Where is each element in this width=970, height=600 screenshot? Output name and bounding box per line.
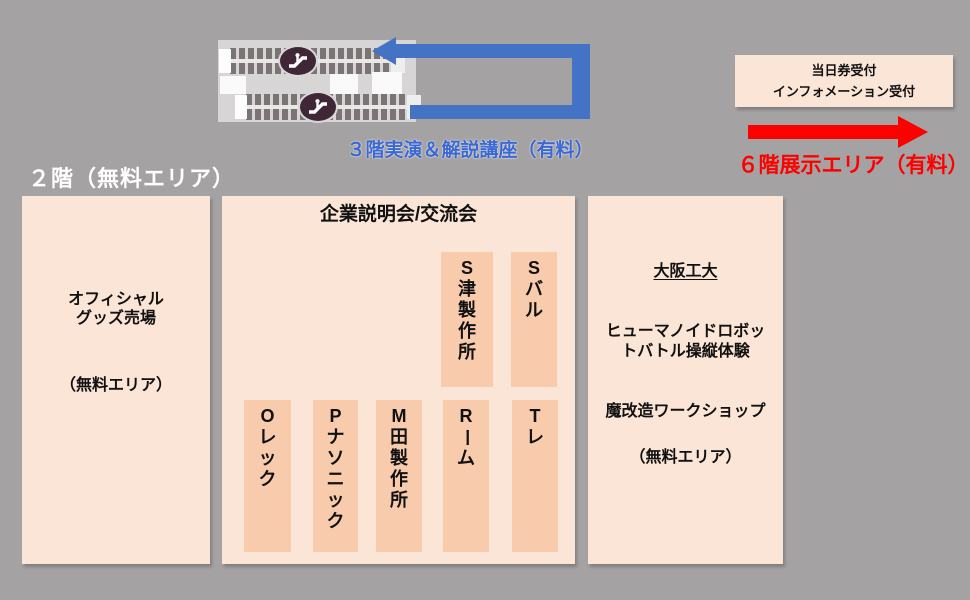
booth-label-char: 製 [390, 448, 408, 468]
company-area-title: 企業説明会/交流会 [319, 204, 478, 225]
escalator-landing [220, 76, 246, 94]
booth-label-char: T [529, 406, 541, 426]
booth-label-char: ニ [326, 469, 345, 489]
goods-name-line2: グッズ売場 [75, 310, 156, 327]
arrow-segment [572, 44, 590, 119]
arrow-head [372, 37, 396, 65]
floor3-route-label: ３階実演＆解説講座（有料） [346, 140, 594, 161]
booth-label-char: 製 [458, 300, 476, 320]
booth-label-char: M [391, 406, 407, 426]
univ-program1: ヒューマノイドロボッ トバトル操縦体験 [588, 322, 783, 362]
escalator-icon [278, 45, 318, 77]
booth-label-char: レ [526, 427, 544, 447]
booth-label-char: ッ [326, 490, 345, 510]
booth-label-char: 津 [458, 279, 476, 299]
escalator-landing [330, 74, 358, 94]
booth-label-char: 所 [390, 490, 408, 510]
goods-area-note: （無料エリア） [59, 377, 172, 394]
univ-name: 大阪工大 [653, 263, 718, 280]
booth-label-char: ム [457, 448, 475, 468]
booth-label-char: 作 [390, 469, 408, 489]
booth-label-char: 作 [458, 321, 476, 341]
escalator-icon [298, 91, 338, 123]
reception-box: 当日券受付 インフォメーション受付 [735, 55, 953, 107]
booth-label-char: ル [525, 300, 543, 320]
booth-label-char: R [459, 406, 473, 426]
booth-label-char: ソ [326, 448, 345, 468]
booth-label-char: S [460, 258, 473, 278]
booth-label-char: S [527, 258, 540, 278]
booth-label-char: ナ [326, 427, 345, 447]
booth-label-char: ー [456, 428, 477, 447]
arrow-head [898, 116, 928, 148]
booth-label-char: ッ [258, 448, 277, 468]
arrow-segment [748, 125, 898, 139]
goods-name-line1: オフィシャル [68, 291, 164, 308]
booth-label-char: O [260, 406, 275, 426]
floor6-route-label: ６階展示エリア（有料） [737, 154, 969, 177]
booth-label-char: 所 [458, 342, 476, 362]
arrow-segment [396, 44, 590, 58]
univ-program2: 魔改造ワークショップ [605, 403, 766, 420]
univ-area-note: （無料エリア） [629, 449, 742, 466]
booth-label-char: ク [326, 511, 345, 531]
escalator-landing [372, 72, 402, 94]
univ-program1-line2: トバトル操縦体験 [621, 343, 750, 360]
booth-label-char: レ [258, 427, 277, 447]
booth-label-char: P [329, 406, 342, 426]
booth-label-char: バ [525, 279, 543, 299]
booth-label-char: 田 [390, 427, 408, 447]
univ-program1-line1: ヒューマノイドロボッ [605, 323, 766, 340]
goods-area-box: オフィシャル グッズ売場 （無料エリア） [22, 196, 210, 564]
reception-line2: インフォメーション受付 [772, 84, 916, 99]
page-title: ２階（無料エリア） [28, 166, 236, 191]
goods-area-name: オフィシャル グッズ売場 [22, 290, 210, 328]
reception-line1: 当日券受付 [811, 63, 877, 78]
univ-area-box: 大阪工大 ヒューマノイドロボッ トバトル操縦体験 魔改造ワークショップ （無料エ… [588, 196, 783, 564]
booth-label-char: ク [258, 469, 277, 489]
arrow-segment [410, 105, 590, 119]
